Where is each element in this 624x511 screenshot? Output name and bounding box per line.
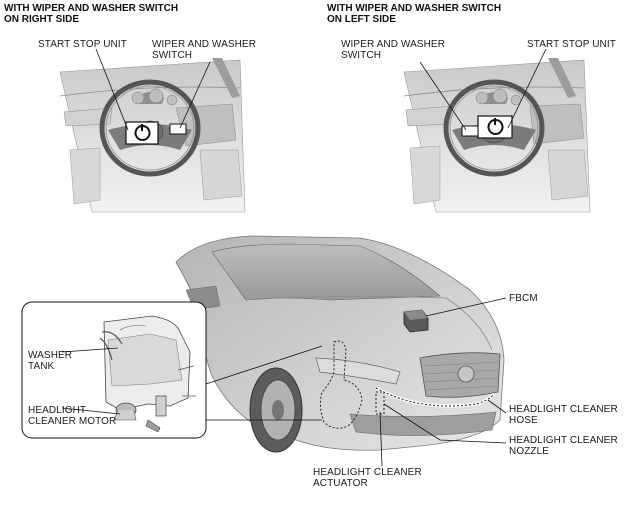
label-headlight-cleaner-motor: HEADLIGHT CLEANER MOTOR [28, 405, 117, 427]
label-start-stop-unit-right: START STOP UNIT [38, 39, 127, 50]
detail-inset [21, 301, 323, 439]
dashboard-illustration-left-side [403, 58, 591, 213]
label-wiper-washer-switch-left: WIPER AND WASHER SWITCH [341, 39, 446, 61]
label-fbcm: FBCM [509, 293, 538, 304]
label-wiper-washer-switch-right: WIPER AND WASHER SWITCH [152, 39, 257, 61]
car-illustration [175, 235, 505, 453]
heading-left-side: WITH WIPER AND WASHER SWITCH ON LEFT SID… [327, 3, 502, 25]
label-headlight-cleaner-nozzle: HEADLIGHT CLEANER NOZZLE [509, 435, 618, 457]
label-headlight-cleaner-hose: HEADLIGHT CLEANER HOSE [509, 404, 618, 426]
heading-right-side: WITH WIPER AND WASHER SWITCH ON RIGHT SI… [4, 3, 179, 25]
label-start-stop-unit-left: START STOP UNIT [527, 39, 616, 50]
dashboard-illustration-right-side [59, 58, 246, 213]
label-washer-tank: WASHER TANK [28, 350, 73, 372]
leader-lines [61, 48, 547, 467]
label-headlight-cleaner-actuator: HEADLIGHT CLEANER ACTUATOR [313, 467, 422, 489]
